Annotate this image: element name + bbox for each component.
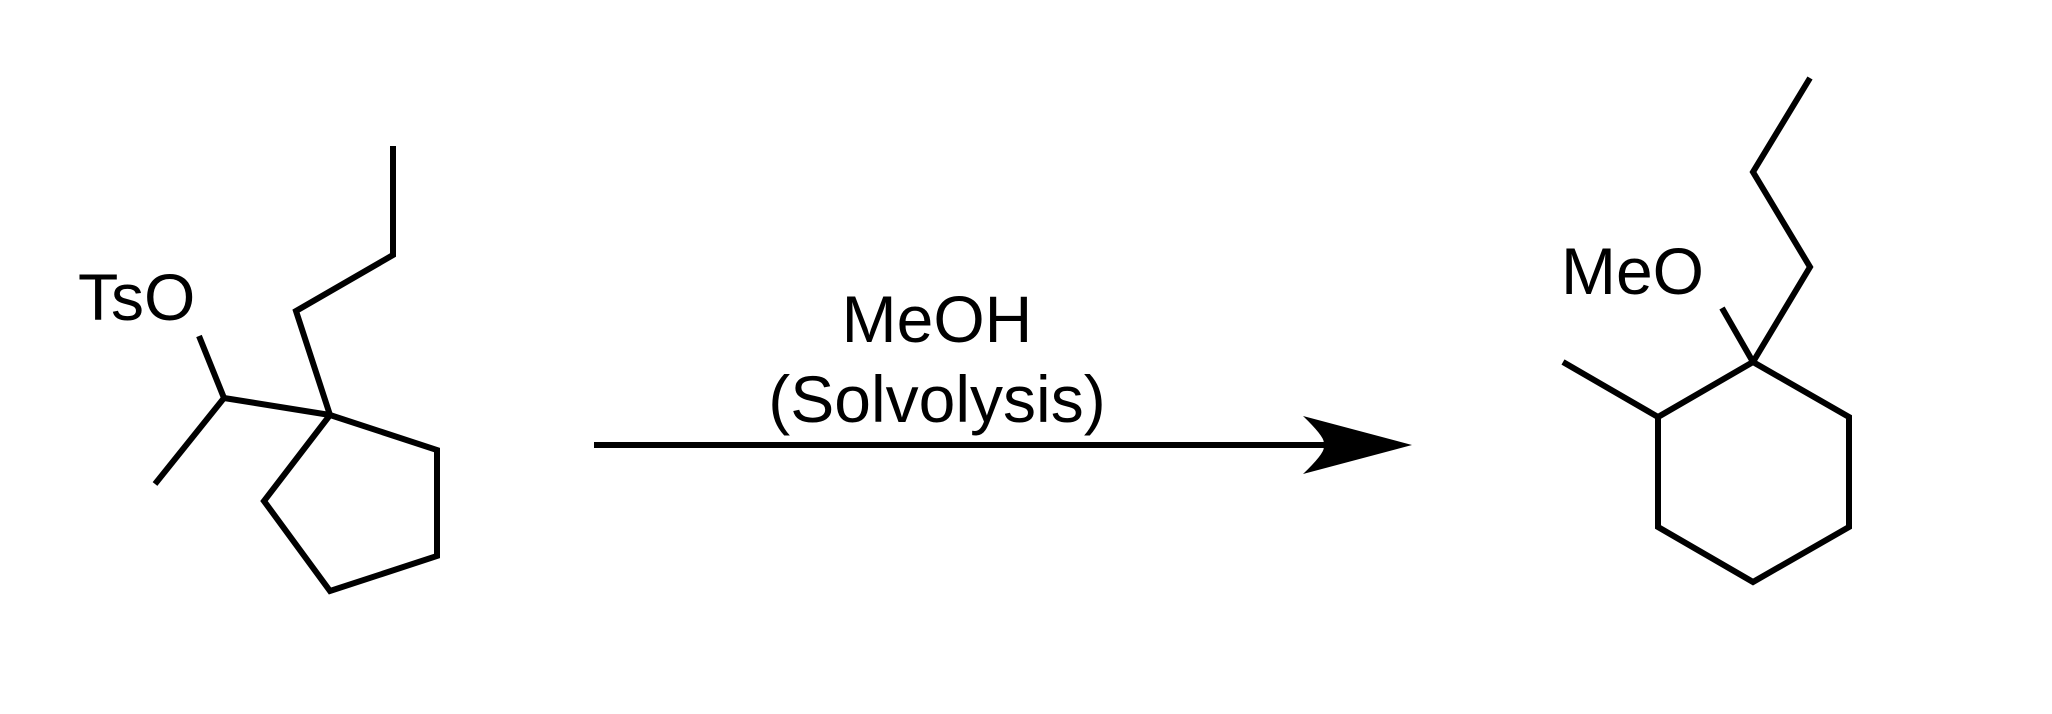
reactant-methyl-bond xyxy=(152,396,227,486)
reactant-structure: TsO xyxy=(78,146,440,595)
reactant-ring-to-ch-bond xyxy=(223,395,331,418)
product-c-o-bond xyxy=(1719,306,1756,364)
reactant-propyl-chain xyxy=(292,146,396,416)
reaction-arrow-head xyxy=(1303,416,1412,474)
reagent-label: MeOH xyxy=(842,282,1033,356)
reactant-cyclopentane-ring xyxy=(260,412,440,595)
reactant-tso-label: TsO xyxy=(78,260,195,334)
condition-label: (Solvolysis) xyxy=(768,362,1105,436)
product-cyclohexane-ring xyxy=(1655,359,1852,586)
reactant-c-o-bond xyxy=(196,334,227,400)
product-meo-label: MeO xyxy=(1561,234,1704,308)
product-structure: MeO xyxy=(1561,76,1852,586)
product-propyl-chain xyxy=(1749,76,1814,364)
reaction-arrow-group: MeOH (Solvolysis) xyxy=(594,282,1412,474)
product-methyl-bond xyxy=(1561,359,1660,420)
